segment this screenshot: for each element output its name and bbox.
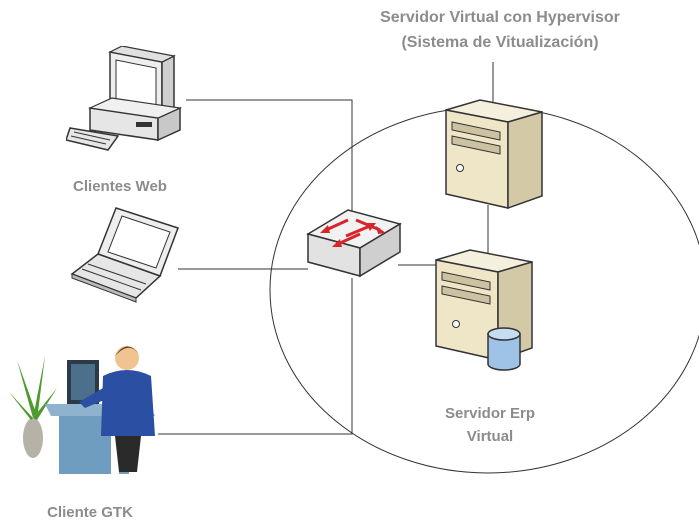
desktop-computer-icon (66, 46, 183, 151)
tower-server-icon (445, 99, 543, 210)
database-server-icon (435, 249, 533, 371)
gtk-client-label: Cliente GTK (47, 504, 133, 521)
diagram-title-line1: Servidor Virtual con Hypervisor (380, 9, 620, 26)
wire-gtk-client (158, 278, 353, 435)
erp-server-label-line2: Virtual (466, 428, 514, 445)
office-worker-icon (9, 346, 155, 474)
network-switch-icon (306, 209, 402, 278)
web-clients-label: Clientes Web (73, 178, 167, 195)
laptop-icon (70, 207, 179, 303)
diagram-title-line2: (Sistema de Vitualización) (401, 34, 599, 51)
erp-server-label-line1: Servidor Erp (444, 405, 536, 422)
wire-web-client (186, 99, 353, 225)
